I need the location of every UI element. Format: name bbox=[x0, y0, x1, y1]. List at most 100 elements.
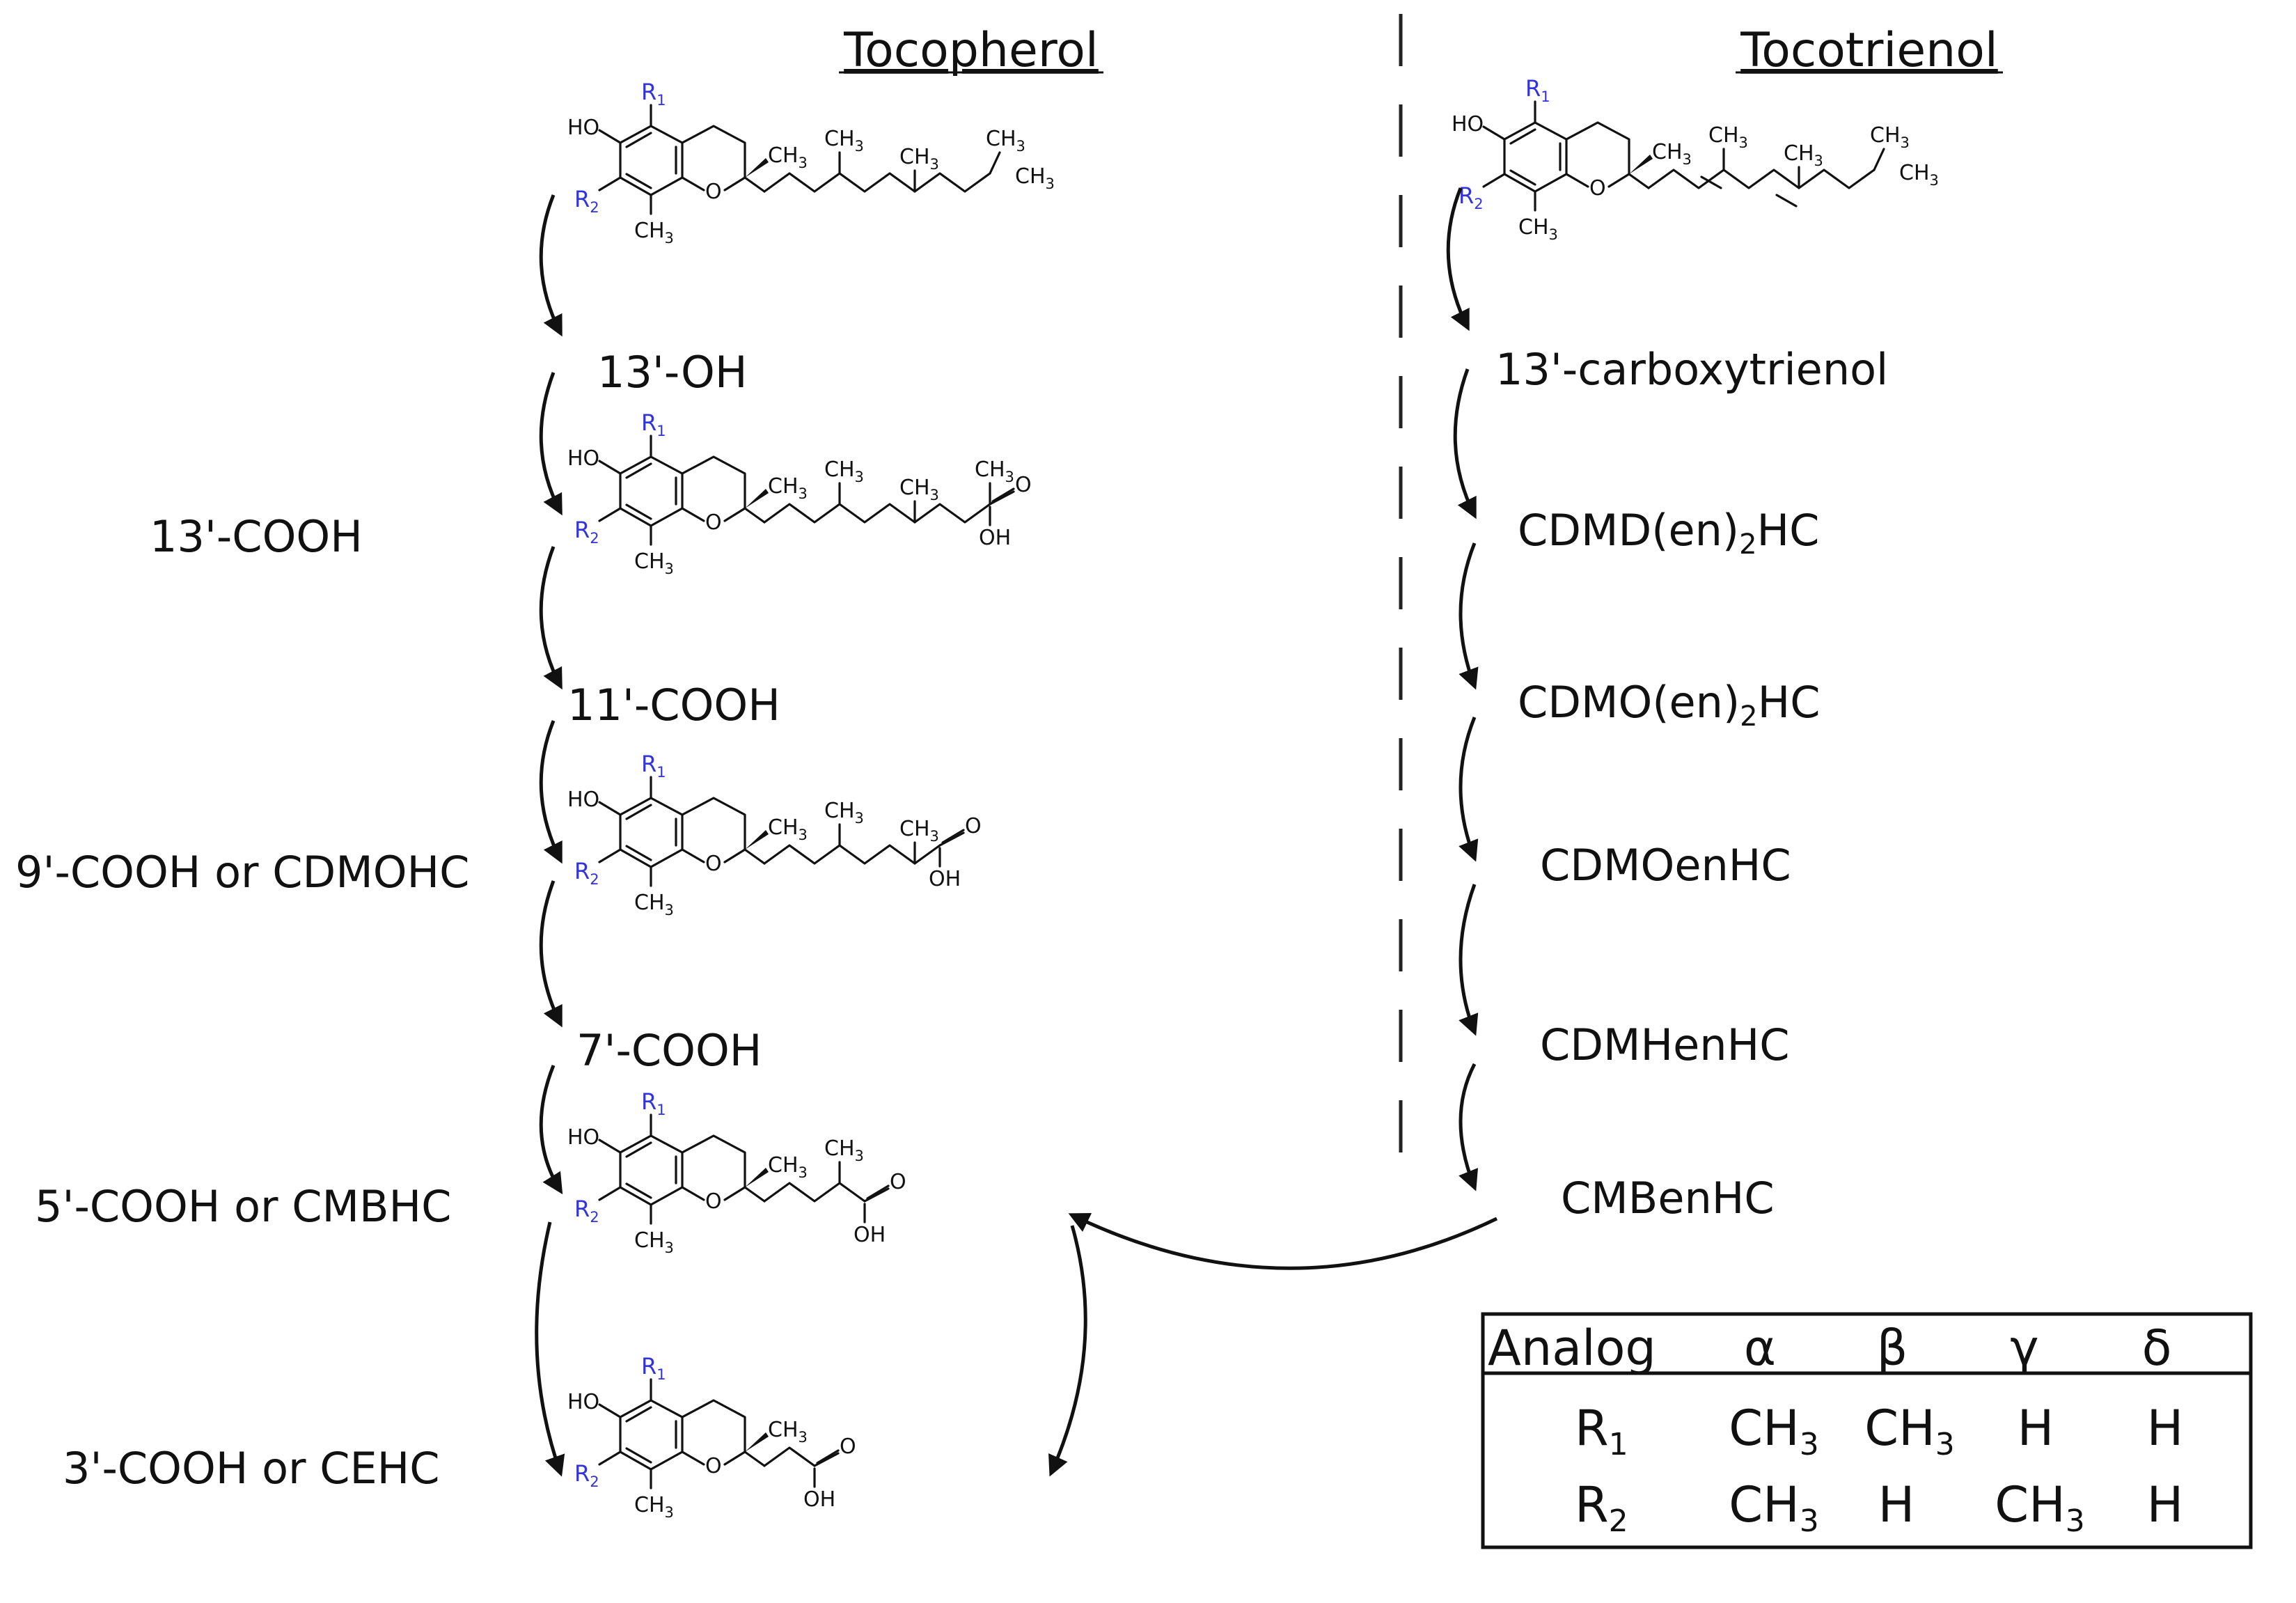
tocopherol-header: Tocopherol bbox=[843, 23, 1099, 78]
hydroxyl-label: HO bbox=[567, 1390, 599, 1414]
branch-methyl-label: CH3 bbox=[824, 1136, 864, 1164]
analog-r2-delta: H bbox=[2147, 1476, 2184, 1533]
analog-row-r1-label: R1 bbox=[1575, 1400, 1628, 1462]
hydroxyl-bond bbox=[598, 1403, 622, 1418]
analog-header-delta: δ bbox=[2142, 1320, 2172, 1377]
terminal-methyl-bond bbox=[989, 151, 1001, 175]
aromatic-double-bond bbox=[1509, 128, 1562, 186]
methyl-label: CH3 bbox=[634, 1228, 674, 1256]
c2-methyl-wedge bbox=[745, 1432, 769, 1452]
r1-label: R1 bbox=[641, 79, 666, 109]
r2-label: R2 bbox=[574, 517, 599, 547]
tocotrienol-metabolite-labels: 13'-carboxytrienol CDMD(en)2HC CDMO(en)2… bbox=[1495, 344, 1888, 1223]
terminal-methyl-label: CH3 bbox=[1015, 164, 1055, 192]
branch-methyl-label: CH3 bbox=[899, 145, 939, 173]
hydroxyl-bond bbox=[1482, 125, 1506, 141]
arrow-toco-1 bbox=[539, 194, 563, 337]
analog-r1-beta: CH3 bbox=[1864, 1400, 1955, 1462]
aromatic-double-bond bbox=[625, 462, 677, 520]
c2-methyl-label: CH3 bbox=[1652, 140, 1692, 168]
pyran-ring-bond bbox=[681, 125, 746, 191]
hydroxyl-label: HO bbox=[567, 116, 599, 140]
aromatic-double-bond bbox=[625, 1141, 677, 1199]
arrow-trienol-4 bbox=[1458, 717, 1479, 862]
arrow-trienol-2 bbox=[1453, 368, 1477, 519]
branch-methyl-label: CH3 bbox=[824, 799, 864, 827]
metabolite-9-cooh: 9'-COOH or CDMOHC bbox=[15, 847, 469, 898]
aromatic-double-bond bbox=[625, 132, 677, 189]
r2-label: R2 bbox=[574, 186, 599, 216]
metabolite-11-cooh: 11'-COOH bbox=[567, 680, 780, 730]
branch-methyl-label: CH3 bbox=[899, 476, 939, 503]
metabolite-cdmoenhc: CDMOenHC bbox=[1540, 840, 1791, 891]
methyl-label: CH3 bbox=[1518, 215, 1558, 243]
arrow-toco-5 bbox=[539, 880, 563, 1028]
carbonyl-oxygen-label: O bbox=[890, 1170, 906, 1194]
ring-oxygen-label: O bbox=[705, 180, 722, 204]
terminal-methyl-bond bbox=[1873, 148, 1885, 171]
metabolite-cdmd-en2-hc: CDMD(en)2HC bbox=[1518, 505, 1819, 561]
arrow-toco-4 bbox=[539, 720, 563, 864]
pyran-ring-bond bbox=[1607, 173, 1630, 188]
metabolite-13-oh: 13'-OH bbox=[597, 347, 747, 398]
metabolite-cdmhenhc: CDMHenHC bbox=[1540, 1019, 1790, 1070]
side-chain-bond bbox=[763, 844, 941, 865]
carbonyl-oxygen-label: O bbox=[840, 1434, 856, 1459]
hydroxyl-label: HO bbox=[567, 788, 599, 812]
c2-methyl-label: CH3 bbox=[768, 143, 808, 171]
analog-header-label: Analog bbox=[1488, 1320, 1656, 1377]
metabolite-cmbenhc: CMBenHC bbox=[1561, 1173, 1775, 1223]
analog-r1-alpha: CH3 bbox=[1729, 1400, 1819, 1462]
c2-methyl-wedge bbox=[745, 1168, 769, 1187]
c2-methyl-label: CH3 bbox=[768, 1153, 808, 1181]
tocotrienol-header: Tocotrienol bbox=[1740, 23, 1998, 78]
metabolite-13-cooh: 13'-COOH bbox=[150, 511, 363, 562]
arrow-trienol-3 bbox=[1458, 542, 1479, 690]
carbonyl-oxygen-label: O bbox=[965, 814, 982, 838]
carboxyl-oh-label: OH bbox=[979, 526, 1011, 550]
analog-r1-delta: H bbox=[2147, 1400, 2184, 1457]
side-chain-bond bbox=[763, 1446, 816, 1467]
analog-table: Analog α β γ δ R1 CH3 CH3 H H R2 CH3 H C… bbox=[1481, 1312, 2253, 1549]
methyl-label: CH3 bbox=[634, 891, 674, 918]
c2-methyl-wedge bbox=[745, 830, 769, 850]
hashed-bond bbox=[744, 1450, 766, 1467]
arrow-trienol-1 bbox=[1446, 187, 1470, 331]
metabolite-3-cooh: 3'-COOH or CEHC bbox=[63, 1443, 440, 1494]
carboxyl-bond bbox=[989, 490, 1015, 526]
branch-methyl-label: CH3 bbox=[899, 817, 939, 845]
aromatic-double-bond bbox=[625, 1406, 677, 1464]
analog-r1-gamma: H bbox=[2018, 1400, 2054, 1457]
terminal-methyl-label: CH3 bbox=[986, 127, 1025, 155]
metabolite-5-cooh: 5'-COOH or CMBHC bbox=[35, 1181, 451, 1232]
arrow-toco-3 bbox=[539, 546, 563, 690]
c2-methyl-label: CH3 bbox=[768, 1418, 808, 1446]
pathway-arrows bbox=[535, 187, 1498, 1477]
r2-label: R2 bbox=[574, 1196, 599, 1226]
carboxyl-bond bbox=[813, 1452, 840, 1488]
side-chain-bond bbox=[763, 172, 991, 193]
r1-label: R1 bbox=[641, 751, 666, 781]
ring-oxygen-label: O bbox=[705, 852, 722, 876]
c2-methyl-wedge bbox=[1629, 155, 1653, 174]
carboxyl-double-bond bbox=[816, 1449, 840, 1464]
carboxyl-double-bond bbox=[991, 487, 1015, 503]
analog-table-border bbox=[1481, 1312, 2253, 1549]
trienyl-double-bond bbox=[1700, 175, 1722, 189]
r1-label: R1 bbox=[641, 409, 666, 439]
r2-bond bbox=[598, 507, 622, 522]
pyran-ring-bond bbox=[723, 176, 746, 191]
terminal-methyl-label: CH3 bbox=[1899, 161, 1939, 189]
metabolite-cdmo-en2-hc: CDMO(en)2HC bbox=[1518, 677, 1821, 733]
r2-label: R2 bbox=[574, 858, 599, 888]
arrow-cmbhc-to-cehc bbox=[1048, 1225, 1087, 1477]
analog-header-gamma: γ bbox=[2010, 1320, 2038, 1377]
r2-bond bbox=[598, 848, 622, 863]
r2-bond bbox=[598, 1186, 622, 1201]
side-chain-bond bbox=[763, 1182, 866, 1203]
branch-methyl-label: CH3 bbox=[824, 127, 864, 155]
aromatic-ring-bond bbox=[619, 125, 684, 196]
hydroxyl-label: HO bbox=[567, 1125, 599, 1150]
